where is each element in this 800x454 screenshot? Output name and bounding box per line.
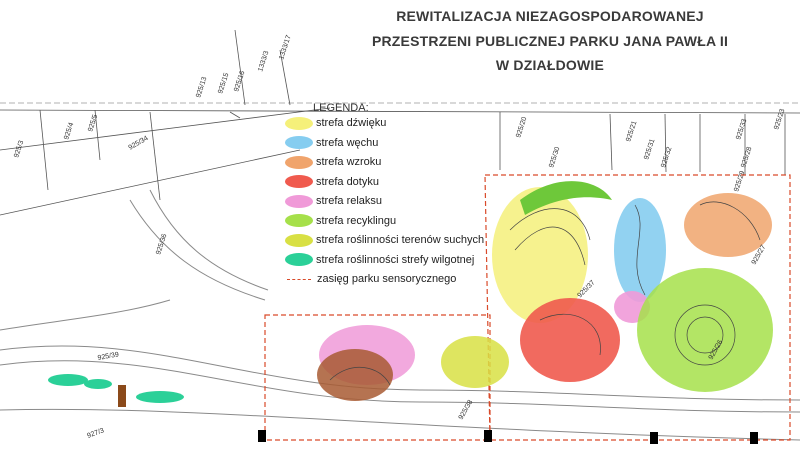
svg-text:925/15: 925/15 xyxy=(217,72,230,95)
legend-swatch xyxy=(285,194,313,208)
legend-item: zasięg parku sensorycznego xyxy=(285,270,456,288)
svg-text:1333/3: 1333/3 xyxy=(257,50,270,73)
zone-recycling-path xyxy=(520,181,612,215)
legend-item: strefa wzroku xyxy=(285,153,381,171)
legend-item: strefa roślinności terenów suchych xyxy=(285,231,484,249)
zone-details xyxy=(329,201,761,386)
svg-text:925/5: 925/5 xyxy=(87,114,99,133)
svg-text:925/3: 925/3 xyxy=(13,140,25,159)
zone-recycling xyxy=(637,268,773,392)
legend-label: strefa węchu xyxy=(316,136,379,149)
legend-line-swatch xyxy=(287,278,311,280)
legend-swatch xyxy=(285,233,313,247)
svg-text:927/3: 927/3 xyxy=(86,427,105,440)
legend-swatch xyxy=(285,253,313,266)
svg-text:925/34: 925/34 xyxy=(128,135,150,152)
zone-sound xyxy=(492,187,588,323)
svg-text:925/33: 925/33 xyxy=(735,118,748,141)
zones xyxy=(48,181,773,407)
legend-label: strefa roślinności terenów suchych xyxy=(316,234,485,246)
svg-text:925/20: 925/20 xyxy=(515,116,528,139)
legend-label: strefa dźwięku xyxy=(316,117,387,129)
legend-item: strefa roślinności strefy wilgotnej xyxy=(285,251,474,269)
legend-label: strefa recyklingu xyxy=(316,214,397,227)
title-line-2: PRZESTRZENI PUBLICZNEJ PARKU JANA PAWŁA … xyxy=(371,33,729,49)
zone-touch xyxy=(520,298,620,382)
legend-label: strefa dotyku xyxy=(316,175,379,188)
svg-text:925/30: 925/30 xyxy=(548,146,561,169)
svg-text:925/21: 925/21 xyxy=(625,120,638,143)
svg-text:1333/17: 1333/17 xyxy=(278,34,293,60)
zone-wet-plants-2 xyxy=(84,379,112,389)
legend-item: strefa dotyku xyxy=(285,173,379,191)
svg-text:925/13: 925/13 xyxy=(195,76,208,99)
legend-label: zasięg parku sensorycznego xyxy=(317,273,457,285)
legend-item: strefa węchu xyxy=(285,134,378,152)
svg-text:925/31: 925/31 xyxy=(643,138,656,161)
svg-text:925/39: 925/39 xyxy=(97,351,119,362)
legend-item: strefa dźwięku xyxy=(285,114,386,132)
svg-text:925/23: 925/23 xyxy=(773,108,786,131)
legend-swatch xyxy=(285,214,313,227)
zone-dry-plants xyxy=(441,336,509,388)
title-line-1: REWITALIZACJA NIEZAGOSPODAROWANEJ xyxy=(396,8,704,24)
survey-lines xyxy=(0,29,800,216)
legend-swatch xyxy=(285,155,313,169)
posts xyxy=(258,430,758,444)
legend-label: strefa relaksu xyxy=(316,195,383,207)
svg-text:925/29: 925/29 xyxy=(733,170,746,193)
legend-swatch xyxy=(285,136,313,149)
park-boundary xyxy=(264,174,791,441)
legend-item: strefa relaksu xyxy=(285,192,382,210)
bridge xyxy=(118,385,126,407)
legend-swatch xyxy=(285,175,313,188)
legend-label: strefa wzroku xyxy=(316,156,382,168)
title-line-3: W DZIAŁDOWIE xyxy=(495,57,605,73)
svg-text:925/16: 925/16 xyxy=(233,70,246,93)
zone-touch-brown xyxy=(317,349,393,401)
zone-wet-plants-3 xyxy=(136,391,184,403)
zone-wet-plants-1 xyxy=(48,374,88,386)
park-paths xyxy=(0,189,800,441)
legend-label: strefa roślinności strefy wilgotnej xyxy=(316,253,475,266)
zone-sight xyxy=(684,193,772,257)
svg-text:925/28: 925/28 xyxy=(740,146,753,169)
zone-smell xyxy=(614,198,666,302)
legend-title: LEGENDA: xyxy=(313,102,369,114)
svg-text:925/32: 925/32 xyxy=(660,146,673,169)
svg-text:925/4: 925/4 xyxy=(63,122,75,141)
legend-swatch xyxy=(285,116,313,130)
legend-item: strefa recyklingu xyxy=(285,212,396,230)
